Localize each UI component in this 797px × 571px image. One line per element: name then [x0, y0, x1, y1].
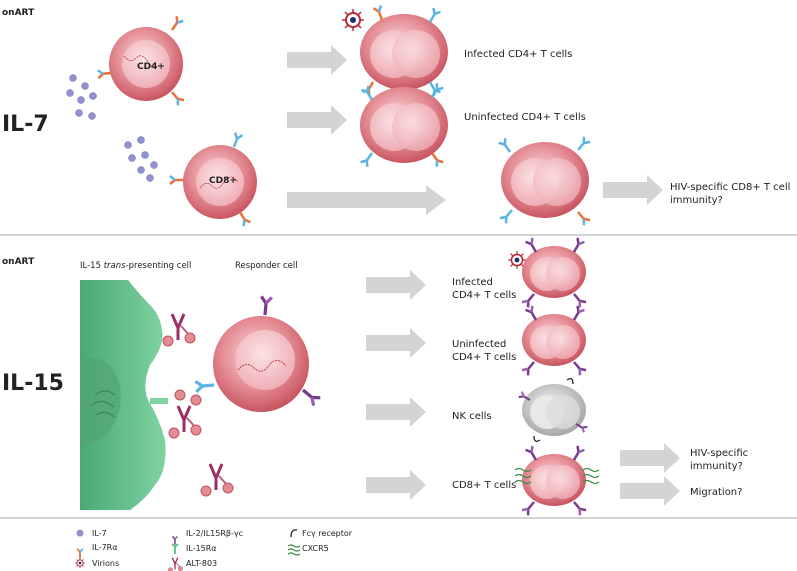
infected-cd4-label: Infected CD4+ T cells	[464, 49, 572, 60]
il15-cd8-cell	[514, 444, 600, 517]
arrow-to-cd8-immunity	[603, 175, 663, 205]
presenting-cell-label: IL-15 trans-presenting cell	[80, 261, 191, 271]
alt803-complex-3	[199, 462, 235, 498]
legend-il2-il15: IL-2/IL15Rβ-γc	[186, 529, 243, 538]
hiv-immunity-line1: HIV-specific	[690, 448, 748, 459]
arrow-to-cd8	[366, 470, 426, 500]
arrow-to-infected-cd4	[287, 45, 347, 75]
infected-line2: CD4+ T cells	[452, 290, 516, 301]
uninfected-line1: Uninfected	[452, 339, 506, 350]
cd8-t-cells-label: CD8+ T cells	[452, 480, 516, 491]
il15ra-icon	[171, 543, 179, 554]
il15-uninfected-cd4	[520, 304, 588, 377]
arrow-to-uninfected-cd4	[287, 105, 347, 135]
arrow-to-nk	[366, 397, 426, 427]
il2-il15-receptor-icon	[171, 535, 179, 546]
legend-virions: Virions	[92, 559, 119, 568]
arrow-to-uninfected	[366, 328, 426, 358]
arrow-to-hiv-immunity	[620, 443, 680, 473]
hiv-immunity-line2: immunity?	[690, 461, 743, 472]
cd8-immunity-line1: HIV-specific CD8+ T cell	[670, 182, 790, 193]
arrow-to-cd8-expansion	[287, 185, 446, 215]
alt803-icon	[167, 557, 184, 571]
cd4-label: CD4+	[137, 62, 165, 72]
il15-nk-cell	[517, 378, 589, 442]
bottom-onart-label: onART	[2, 257, 35, 267]
arrow-to-migration	[620, 476, 680, 506]
responder-cell-label: Responder cell	[235, 261, 298, 271]
il7r-receptor-icon	[76, 547, 84, 560]
cxcr5-icon	[287, 544, 301, 556]
legend-il7: IL-7	[92, 529, 107, 538]
arrow-to-infected	[366, 270, 426, 300]
fcy-receptor-icon	[290, 529, 298, 538]
virion-icon	[74, 557, 86, 569]
infected-line1: Infected	[452, 277, 493, 288]
cd8-immunity-line2: immunity?	[670, 195, 723, 206]
legend-fcy: Fcγ receptor	[302, 529, 353, 538]
legend-alt803: ALT-803	[186, 559, 217, 568]
legend: IL-7 IL-7Rα Virions IL-2/IL15Rβ-γc IL-15…	[74, 529, 353, 571]
responder-cell	[174, 294, 322, 412]
uninfected-cd4-label: Uninfected CD4+ T cells	[464, 112, 586, 123]
il15-infected-cd4	[507, 236, 588, 309]
alt803-complex-1	[161, 312, 197, 348]
il7-cytokine-dots	[66, 74, 158, 182]
uninfected-line2: CD4+ T cells	[452, 352, 516, 363]
legend-cxcr5: CXCR5	[302, 544, 329, 553]
il7-title: IL-7	[2, 112, 49, 137]
cd8-label: CD8+	[209, 176, 237, 186]
infected-cd4-doublet	[341, 4, 448, 98]
nk-cells-label: NK cells	[452, 411, 492, 422]
il15-title: IL-15	[2, 371, 64, 396]
cd4-cell	[96, 14, 186, 107]
legend-il7r: IL-7Rα	[92, 543, 117, 552]
cd8-cell	[168, 131, 257, 228]
alt803-complex-2	[167, 404, 203, 440]
migration-label: Migration?	[690, 487, 742, 498]
expanded-cd8-doublet	[497, 135, 592, 227]
il7-dot-icon	[76, 529, 84, 537]
top-onart-label: onART	[2, 8, 35, 18]
il15-presenting-cell	[80, 280, 168, 510]
legend-il15ra: IL-15Rα	[186, 544, 217, 553]
